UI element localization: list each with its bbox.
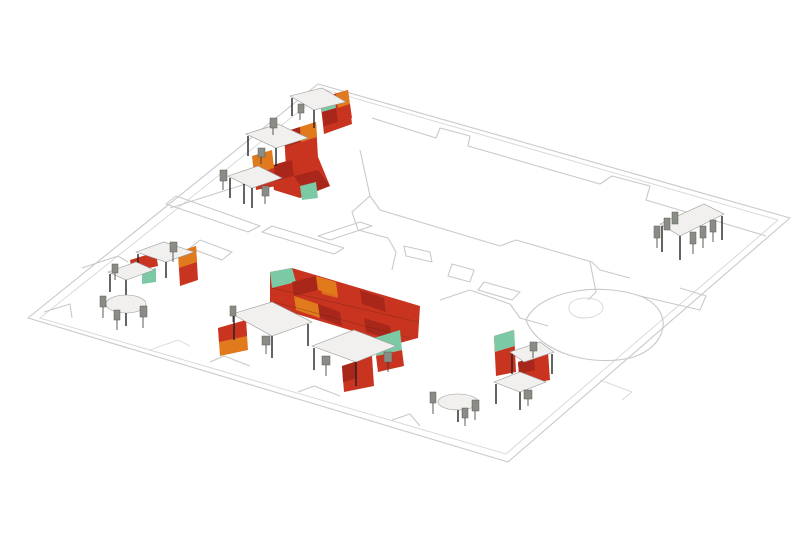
round-table-west[interactable]: [99, 294, 148, 330]
chair-central-1[interactable]: [229, 305, 237, 322]
shelf-unit-central-a[interactable]: [218, 320, 248, 356]
desk-north-1[interactable]: [289, 87, 347, 128]
chair-round-west-1[interactable]: [99, 295, 107, 318]
chair-east-3[interactable]: [671, 211, 679, 225]
hall-bay: [351, 195, 397, 271]
desk-cluster-south-east: [493, 330, 555, 410]
chair-east-1[interactable]: [653, 225, 661, 248]
shelf-unit-north-c[interactable]: [270, 152, 330, 200]
chair-south-east-1[interactable]: [529, 341, 538, 358]
workstation-cluster-north: [219, 87, 352, 208]
south-wall-stub-d: [149, 339, 191, 351]
chair-north-3[interactable]: [257, 147, 266, 164]
north-wall-segment: [371, 117, 767, 237]
round-table-south[interactable]: [429, 391, 480, 426]
column-b: [447, 263, 475, 283]
chair-round-south-2[interactable]: [471, 399, 480, 420]
chair-central-2[interactable]: [261, 335, 271, 354]
chair-north-4[interactable]: [219, 169, 228, 190]
desk-cluster-central: [218, 301, 404, 392]
chair-east-4[interactable]: [689, 231, 697, 254]
west-jog: [43, 303, 73, 319]
chair-round-south-3[interactable]: [461, 407, 469, 426]
outer-wall: [27, 83, 791, 463]
desk-south-east-2[interactable]: [493, 371, 547, 410]
south-east-partition: [439, 289, 549, 327]
central-partition-b: [317, 221, 373, 241]
desk-north-2[interactable]: [245, 123, 309, 166]
desk-central-1[interactable]: [231, 301, 313, 358]
desk-central-2[interactable]: [311, 329, 397, 386]
column-a: [403, 245, 433, 263]
hall-wall: [359, 149, 631, 279]
chair-round-west-2[interactable]: [139, 305, 148, 328]
chair-north-2[interactable]: [269, 117, 278, 135]
chair-south-east-2[interactable]: [523, 389, 533, 406]
west-wall-stub: [81, 255, 129, 269]
south-wall-stub-a: [209, 355, 251, 367]
chair-central-4[interactable]: [383, 351, 393, 372]
east-wall-stub: [639, 287, 707, 311]
chair-round-south-1[interactable]: [429, 391, 437, 414]
chair-round-west-3[interactable]: [113, 309, 121, 330]
round-hall: [525, 288, 664, 362]
chair-north-5[interactable]: [261, 185, 270, 204]
south-east-stub: [599, 379, 633, 401]
outer-wall-inner: [39, 89, 779, 455]
desk-cluster-west: [107, 241, 198, 298]
south-wall-stub-b: [297, 385, 341, 397]
building-walls: [27, 83, 791, 463]
chair-north-1[interactable]: [297, 103, 305, 120]
chair-east-5[interactable]: [699, 225, 707, 248]
chair-central-3[interactable]: [321, 355, 331, 376]
desk-west-2[interactable]: [107, 261, 155, 298]
chair-east-6[interactable]: [709, 219, 717, 242]
central-shelf-wall[interactable]: [270, 268, 420, 344]
round-hall-core: [568, 297, 604, 319]
chair-west-1[interactable]: [169, 241, 178, 262]
column-c: [477, 281, 521, 301]
west-partition: [189, 239, 233, 261]
meeting-table-east[interactable]: [653, 203, 725, 260]
central-partition: [261, 225, 345, 255]
corridor-partition: [165, 195, 261, 233]
desk-north-3[interactable]: [227, 165, 283, 208]
hall-pillar: [587, 261, 597, 301]
chair-east-2[interactable]: [663, 217, 671, 231]
chair-west-2[interactable]: [111, 263, 119, 280]
south-wall-stub-c: [391, 413, 421, 427]
